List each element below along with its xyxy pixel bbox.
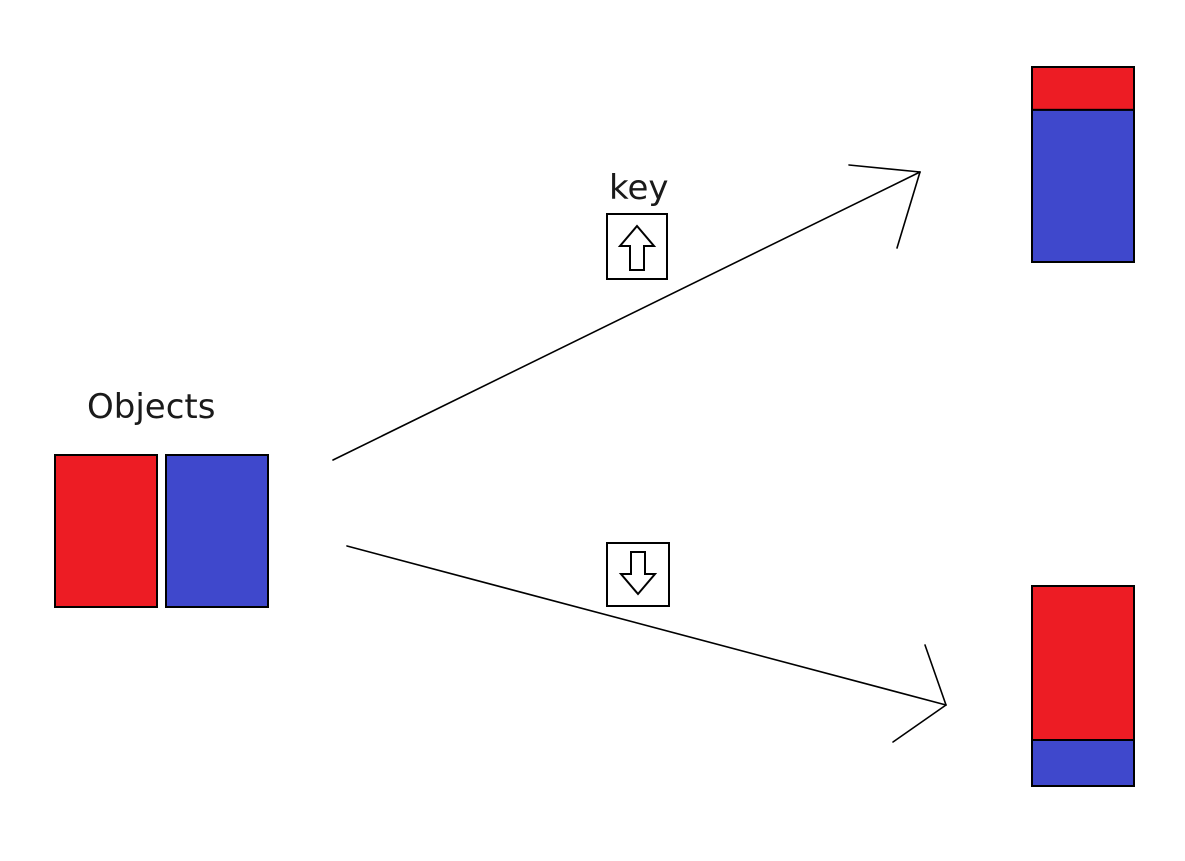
- result-up-blue-segment: [1031, 108, 1135, 264]
- result-up-stack: [1031, 66, 1135, 264]
- result-down-red-segment: [1031, 585, 1135, 741]
- lower-arrow-head-bottom: [892, 704, 947, 743]
- lower-arrow-shaft: [346, 545, 947, 706]
- arrow-down-icon: [618, 551, 658, 596]
- arrow-up-icon: [617, 224, 657, 271]
- source-red-object: [54, 454, 158, 608]
- upper-arrow-head-bottom: [896, 171, 921, 249]
- key-label: key: [609, 168, 669, 208]
- objects-label: Objects: [87, 387, 215, 427]
- upper-arrow-head-top: [848, 164, 921, 173]
- result-down-blue-segment: [1031, 739, 1135, 787]
- lower-arrow: [346, 545, 947, 743]
- source-objects: [54, 454, 269, 608]
- up-key: [606, 213, 668, 280]
- upper-arrow-shaft: [332, 171, 921, 461]
- lower-arrow-head-top: [924, 644, 947, 706]
- result-up-red-segment: [1031, 66, 1135, 111]
- upper-arrow: [332, 164, 921, 461]
- down-key: [606, 542, 670, 607]
- result-down-stack: [1031, 585, 1135, 787]
- source-blue-object: [165, 454, 269, 608]
